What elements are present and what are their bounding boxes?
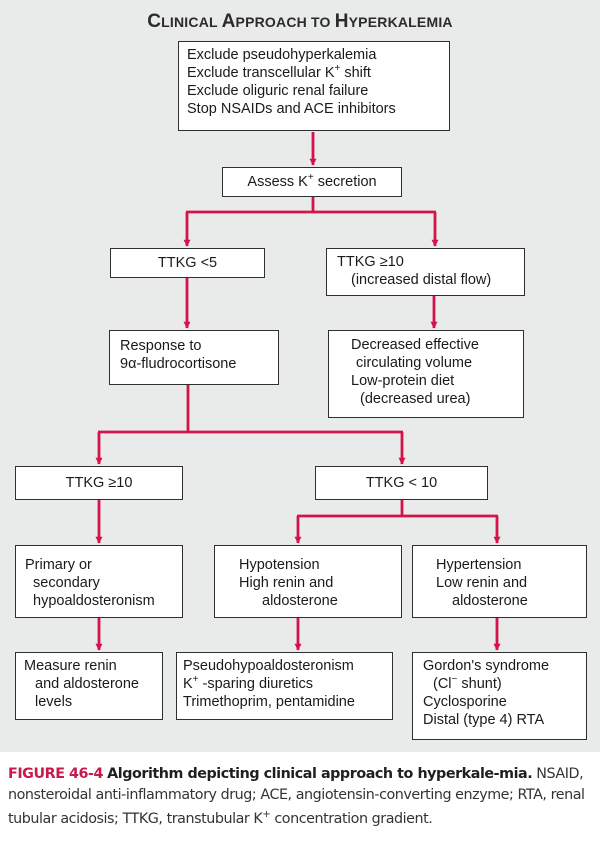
pseudohypoaldosteronism-box: Pseudohypoaldosteronism K+ -sparing diur… <box>176 652 393 720</box>
assess-k-secretion-box: Assess K+ secretion <box>222 167 402 197</box>
ttkg-10-box: TTKG ≥10 <box>15 466 183 500</box>
step-exclude-oliguric-renal-failure: Exclude oliguric renal failure <box>187 83 369 99</box>
hypoaldosteronism-box: Primary or secondary hypoaldosteronism <box>15 545 183 618</box>
figure-number: FIGURE 46-4 <box>8 766 104 782</box>
step-exclude-pseudohyperkalemia: Exclude pseudohyperkalemia <box>187 47 377 63</box>
ttkg-less-than-5-box: TTKG <5 <box>110 248 265 278</box>
exclusion-steps-box: Exclude pseudohyperkalemia Exclude trans… <box>178 41 450 131</box>
step-exclude-transcellular-shift: Exclude transcellular K+ shift <box>187 63 371 81</box>
fludrocortisone-response-box: Response to 9α-fludrocortisone <box>109 330 279 385</box>
ttkg-10-increased-flow-box: TTKG ≥10 (increased distal flow) <box>326 248 525 296</box>
step-stop-nsaids-ace: Stop NSAIDs and ACE inhibitors <box>187 101 396 117</box>
figure-caption-text: NSAID, nonsteroidal anti-inflammatory dr… <box>8 766 585 827</box>
hypotension-box: Hypotension High renin and aldosterone <box>214 545 402 618</box>
gordon-syndrome-box: Gordon's syndrome (Cl− shunt) Cyclospori… <box>412 652 587 740</box>
hypertension-box: Hypertension Low renin and aldosterone <box>412 545 587 618</box>
figure-caption: FIGURE 46-4 Algorithm depicting clinical… <box>8 764 592 829</box>
decreased-volume-box: Decreased effective circulating volume L… <box>328 330 524 418</box>
flow-arrows <box>95 132 501 651</box>
figure-title: Algorithm depicting clinical approach to… <box>107 766 533 782</box>
ttkg-less-than-10-box: TTKG < 10 <box>315 466 488 500</box>
diagram-title: CLINICAL APPROACH TO HYPERKALEMIA <box>147 11 453 32</box>
measure-renin-box: Measure renin and aldosterone levels <box>15 652 163 720</box>
